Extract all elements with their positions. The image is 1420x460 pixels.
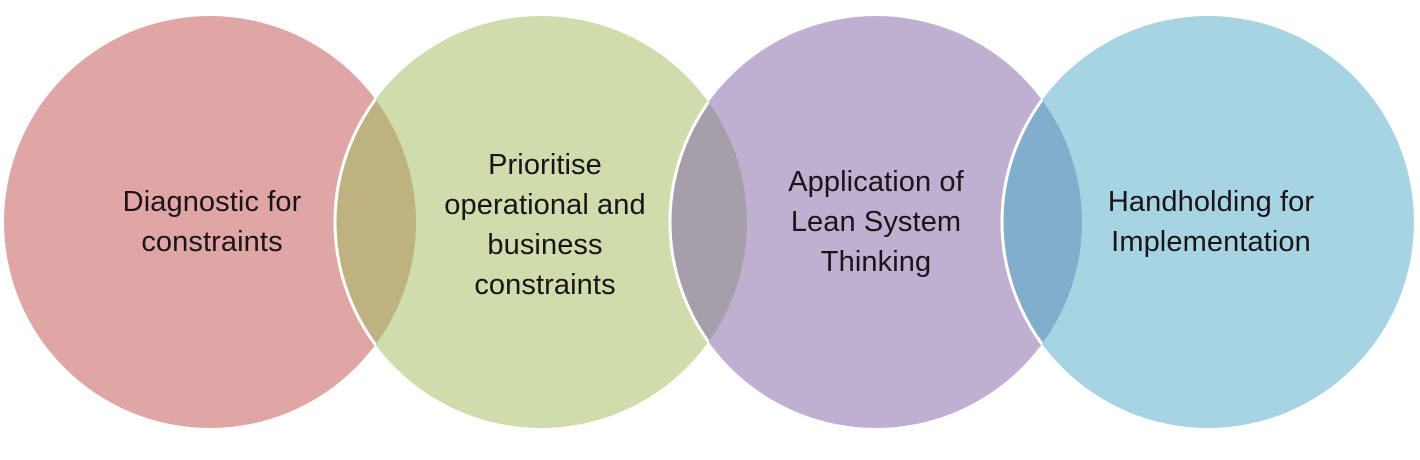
label-lean-thinking: Application of Lean System Thinking bbox=[788, 162, 964, 282]
label-line: Handholding for bbox=[1107, 186, 1315, 218]
label-line: constraints bbox=[141, 226, 283, 258]
separator-arc bbox=[1000, 16, 1082, 428]
label-line: Diagnostic for bbox=[122, 186, 302, 218]
label-line: Application of bbox=[788, 166, 964, 198]
separator-arc bbox=[668, 16, 747, 428]
label-line: Lean System bbox=[790, 206, 962, 238]
label-line: operational and bbox=[444, 189, 646, 221]
label-handholding: Handholding for Implementation bbox=[1108, 182, 1314, 262]
separator-arc bbox=[333, 16, 416, 428]
label-line: constraints bbox=[474, 269, 616, 301]
label-line: business bbox=[487, 229, 603, 261]
label-line: Implementation bbox=[1111, 226, 1311, 258]
circle-lean bbox=[670, 16, 1082, 428]
label-line: Thinking bbox=[820, 246, 932, 278]
label-line: Prioritise bbox=[488, 149, 602, 181]
circle-diagnostic bbox=[4, 16, 416, 428]
label-diagnostic: Diagnostic for constraints bbox=[123, 182, 302, 262]
circle-handholding bbox=[1002, 16, 1414, 428]
label-prioritise: Prioritise operational and business cons… bbox=[444, 145, 645, 305]
circle-prioritise bbox=[335, 16, 747, 428]
